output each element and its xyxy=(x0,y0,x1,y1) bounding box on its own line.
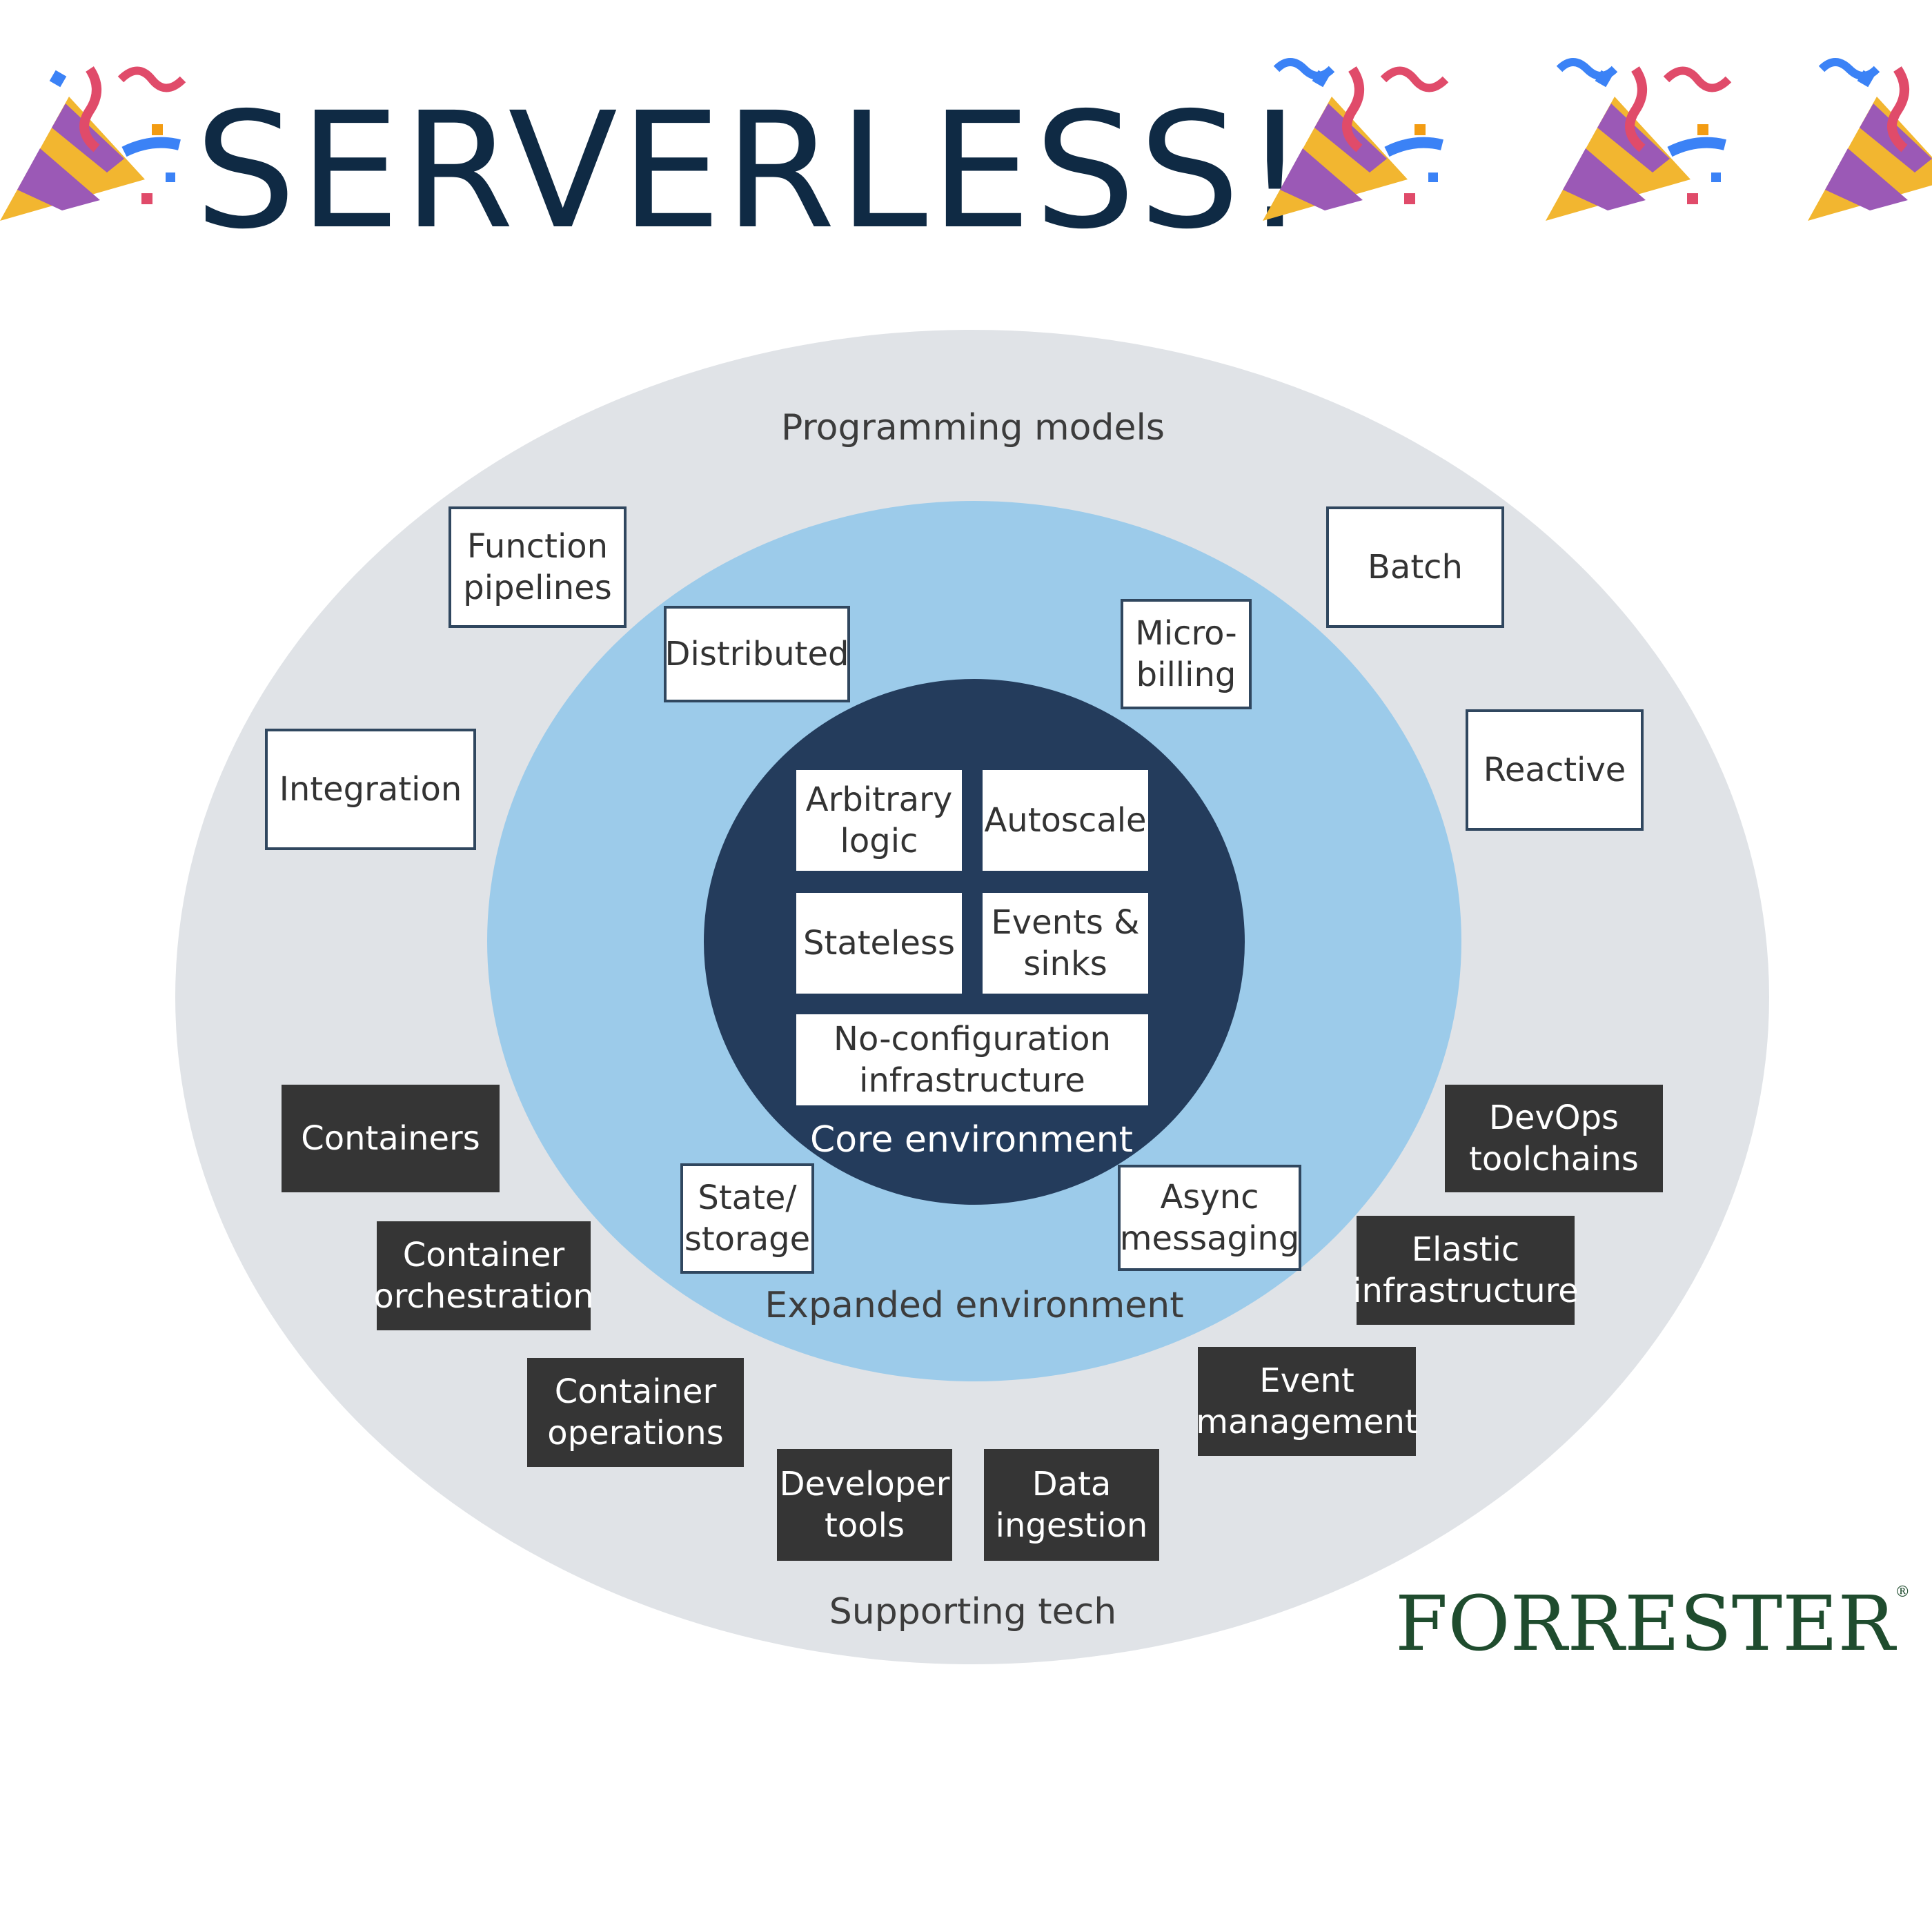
party-popper-icon xyxy=(1546,58,1732,221)
expanded-item-micro-billing: Micro- billing xyxy=(1121,599,1252,709)
party-popper-icon xyxy=(1808,58,1932,221)
core-item-autoscale: Autoscale xyxy=(983,770,1148,871)
supporting-tech-containers: Containers xyxy=(282,1085,500,1192)
supporting-tech-devops-toolchains: DevOps toolchains xyxy=(1445,1085,1663,1192)
core-item-stateless: Stateless xyxy=(796,893,962,994)
programming-models-label: Programming models xyxy=(780,407,1165,448)
programming-model-function-pipelines: Function pipelines xyxy=(448,506,627,628)
core-item-no-configuration-infrastructure: No-configuration infrastructure xyxy=(796,1014,1148,1105)
expanded-item-distributed: Distributed xyxy=(664,606,850,702)
programming-model-batch: Batch xyxy=(1326,506,1504,628)
expanded-item-state-storage: State/ storage xyxy=(680,1163,814,1274)
programming-model-reactive: Reactive xyxy=(1466,709,1644,831)
supporting-tech-developer-tools: Developer tools xyxy=(777,1449,952,1561)
programming-model-integration: Integration xyxy=(265,729,476,850)
supporting-tech-label: Supporting tech xyxy=(829,1591,1117,1633)
supporting-tech-event-management: Event management xyxy=(1196,1347,1418,1456)
core-item-arbitrary-logic: Arbitrary logic xyxy=(796,770,962,871)
core-item-events-sinks: Events & sinks xyxy=(983,893,1148,994)
page-title: SERVERLESS! xyxy=(195,78,1310,264)
forrester-logo: FORRESTER® xyxy=(1395,1579,1910,1668)
logo-text: FORRESTER xyxy=(1395,1579,1895,1668)
expanded-environment-label: Expanded environment xyxy=(765,1285,1184,1326)
party-popper-icon xyxy=(1263,58,1449,221)
party-popper-icon xyxy=(0,66,186,221)
supporting-tech-container-orchestration: Container orchestration xyxy=(373,1221,594,1330)
supporting-tech-container-operations: Container operations xyxy=(527,1358,744,1467)
core-environment-circle xyxy=(704,679,1245,1205)
supporting-tech-elastic-infrastructure: Elastic infrastructure xyxy=(1352,1216,1579,1325)
core-environment-label: Core environment xyxy=(809,1119,1134,1161)
expanded-item-async-messaging: Async messaging xyxy=(1118,1165,1301,1271)
supporting-tech-data-ingestion: Data ingestion xyxy=(984,1449,1159,1561)
registered-mark: ® xyxy=(1895,1584,1911,1601)
